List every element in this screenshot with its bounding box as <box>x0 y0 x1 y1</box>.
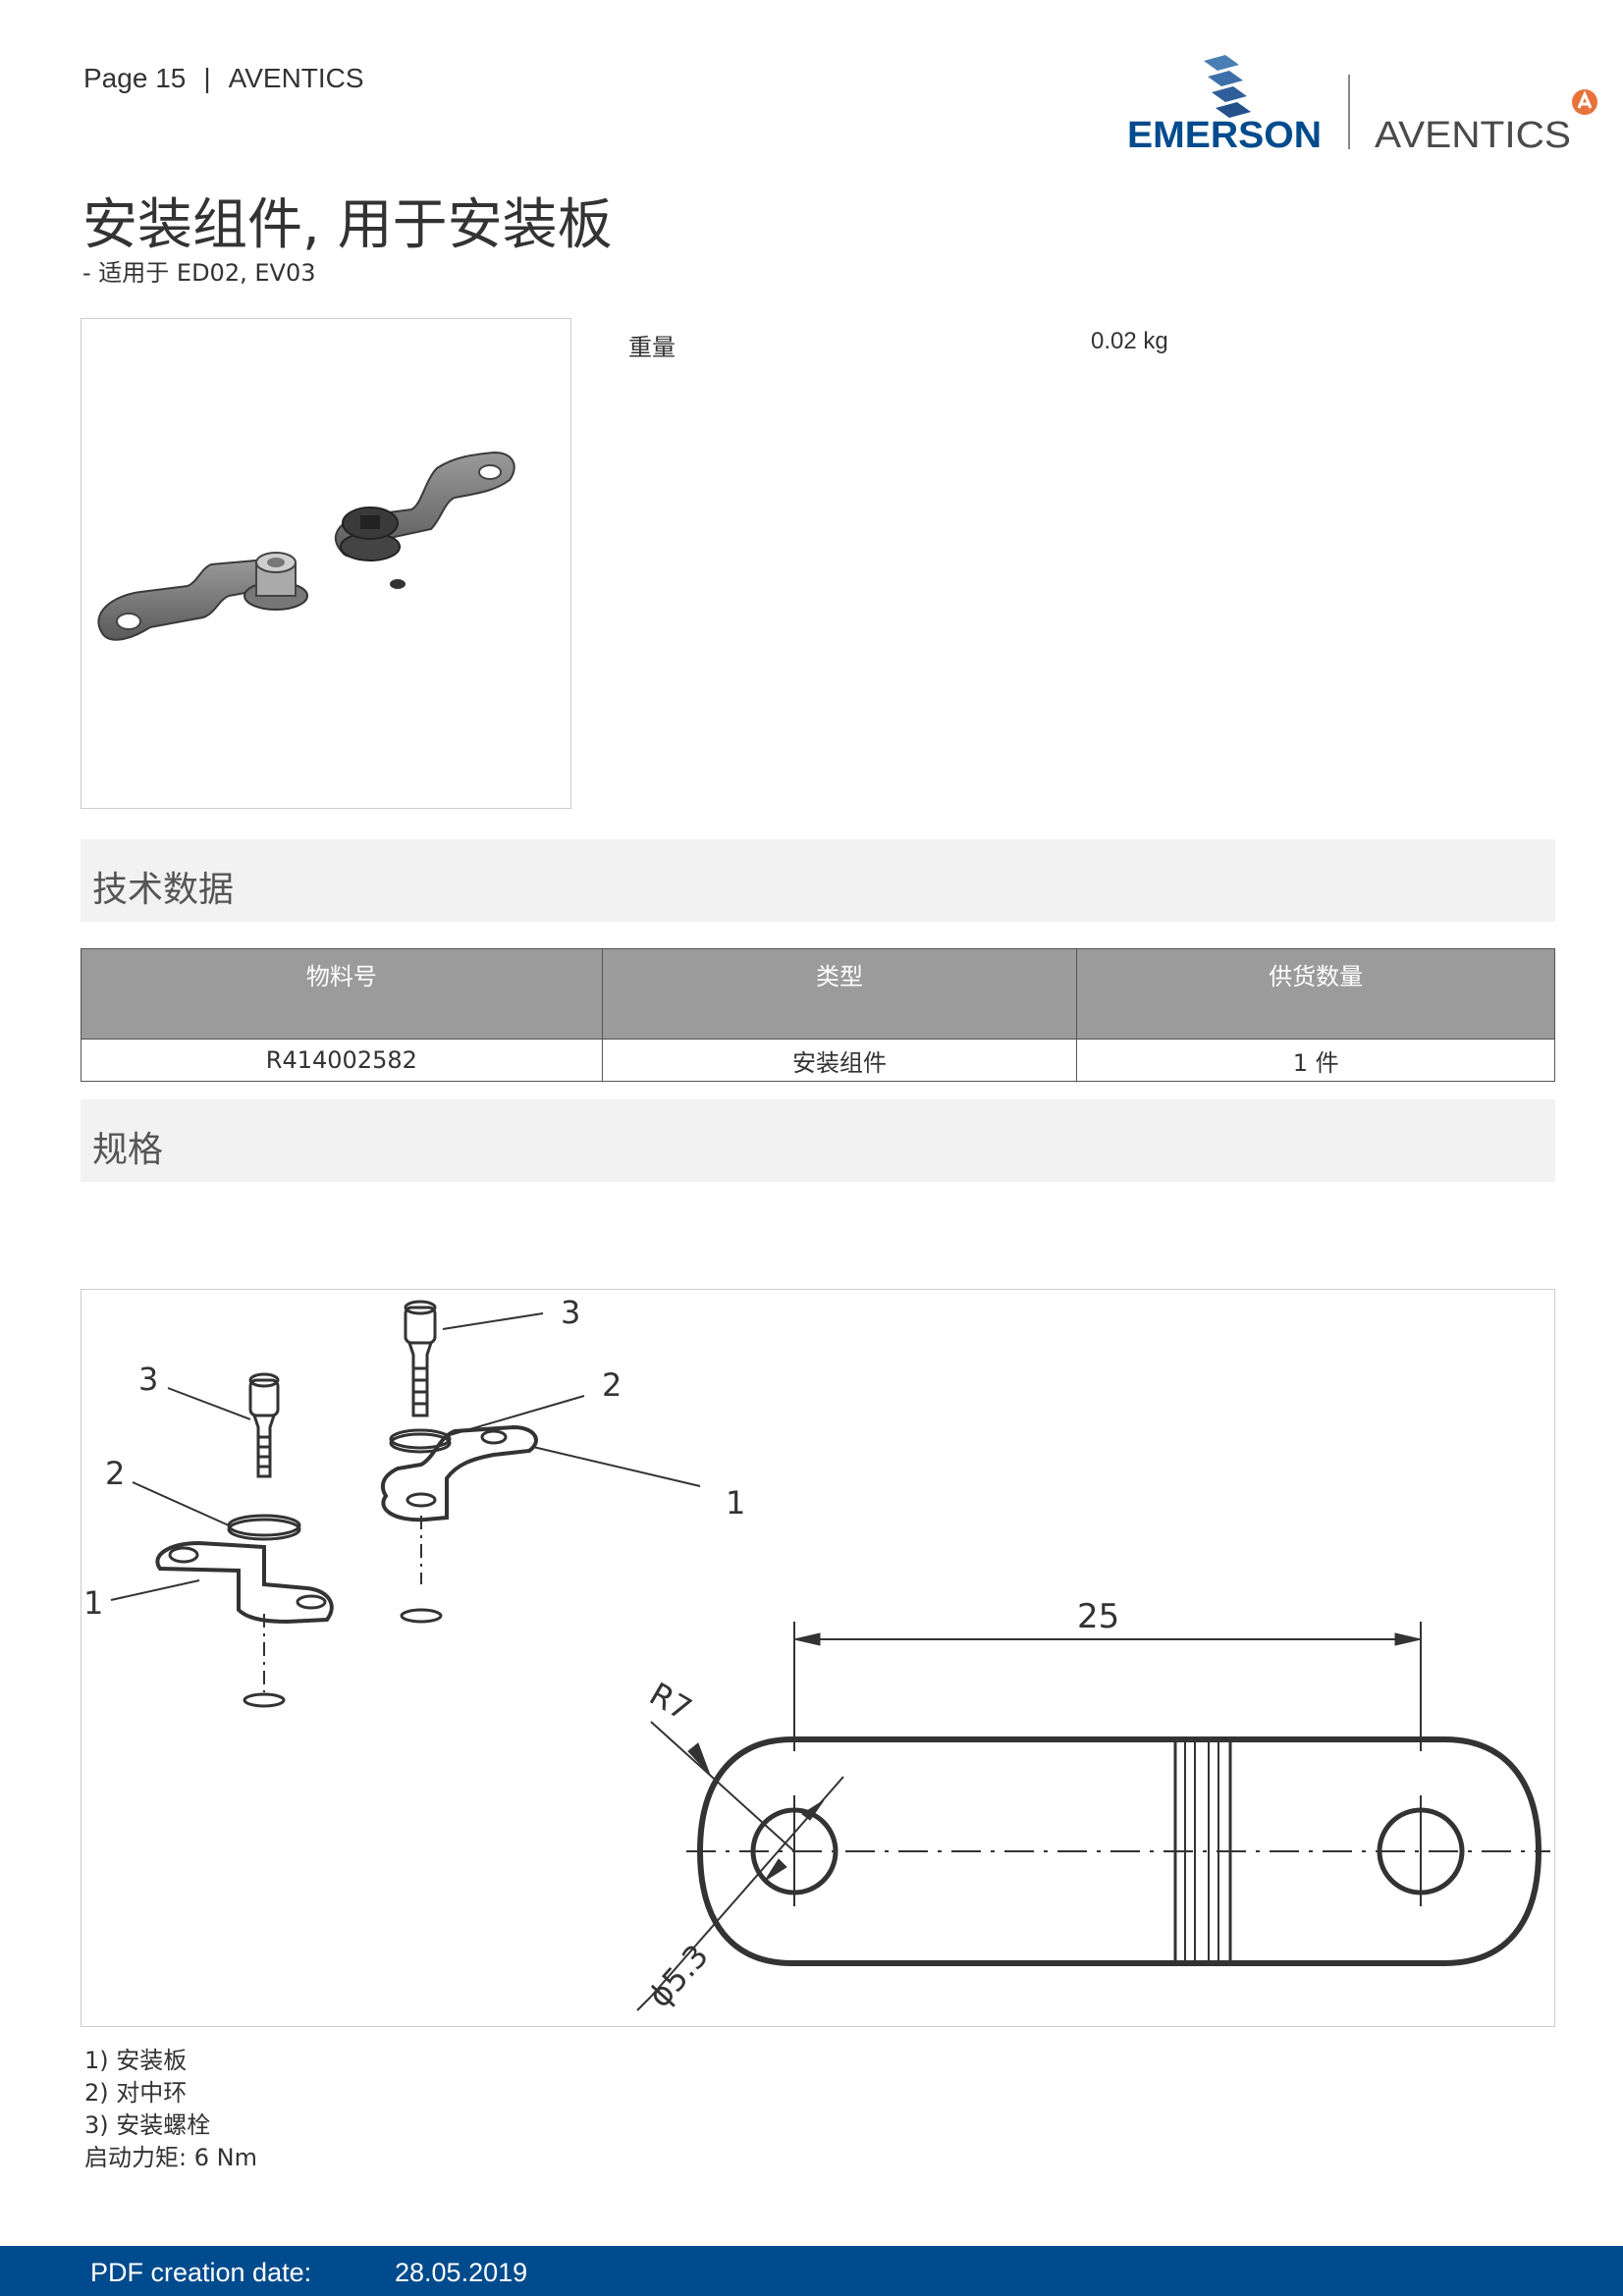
mounting-kit-render <box>97 451 515 641</box>
product-image <box>81 318 571 809</box>
note-item: 2) 对中环 <box>84 2079 188 2107</box>
page-subtitle: - 适用于 ED02, EV03 <box>82 259 316 287</box>
technical-drawing: 3 2 1 3 2 1 <box>81 1289 1555 2027</box>
table-cell-type: 安装组件 <box>601 1039 1078 1082</box>
tech-data-table: 物料号 类型 供货数量 R414002582 安装组件 1 件 <box>81 948 1555 1082</box>
table-row: R414002582 安装组件 1 件 <box>81 1039 1555 1082</box>
section-spec: 规格 <box>81 1099 1555 1182</box>
footer-label: PDF creation date: <box>90 2258 312 2287</box>
page-header: Page 15 | AVENTICS <box>83 63 364 94</box>
section-spec-title: 规格 <box>92 1130 164 1170</box>
footer-date: 28.05.2019 <box>395 2258 528 2287</box>
callout-left-2: 2 <box>105 1455 125 1492</box>
page-number: 15 <box>155 63 187 93</box>
section-tech-data-title: 技术数据 <box>92 870 235 910</box>
emerson-aventics-logo: EMERSON AVENTICS <box>1127 55 1597 156</box>
technical-drawing-svg: 3 2 1 3 2 1 <box>83 1294 1550 2014</box>
table-cell-quantity: 1 件 <box>1076 1039 1555 1082</box>
right-assembly <box>380 1300 701 1624</box>
header-brand: AVENTICS <box>228 63 364 93</box>
section-tech-data: 技术数据 <box>81 839 1555 922</box>
dimension-length: 25 <box>1077 1597 1119 1636</box>
page-title: 安装组件, 用于安装板 <box>82 193 613 257</box>
aventics-emblem-icon <box>1572 89 1597 115</box>
emerson-wordmark: EMERSON <box>1127 115 1322 156</box>
note-item: 3) 安装螺栓 <box>84 2111 211 2139</box>
callout-left-3: 3 <box>138 1361 158 1398</box>
property-name-weight: 重量 <box>628 334 676 361</box>
table-header-quantity: 供货数量 <box>1076 948 1555 1040</box>
table-header-type: 类型 <box>601 948 1078 1040</box>
note-item: 启动力矩: 6 Nm <box>84 2144 257 2171</box>
callout-right-2: 2 <box>602 1366 622 1404</box>
page-label: Page <box>83 63 148 93</box>
left-assembly <box>110 1372 334 1708</box>
page-footer: PDF creation date: 28.05.2019 <box>0 2246 1623 2296</box>
aventics-wordmark: AVENTICS <box>1375 115 1571 156</box>
dimension-view <box>636 1622 1550 2011</box>
callout-right-3: 3 <box>561 1294 580 1331</box>
note-item: 1) 安装板 <box>84 2047 188 2074</box>
dimension-radius: R7 <box>643 1675 698 1728</box>
callout-right-1: 1 <box>726 1484 745 1522</box>
table-header-material-no: 物料号 <box>81 948 603 1040</box>
table-header-row: 物料号 类型 供货数量 <box>81 948 1555 1040</box>
table-cell-material-no: R414002582 <box>81 1039 603 1082</box>
drawing-notes: 1) 安装板 2) 对中环 3) 安装螺栓 启动力矩: 6 Nm <box>84 2045 257 2174</box>
emerson-emblem-icon <box>1204 55 1251 118</box>
property-value-weight: 0.02 kg <box>1091 328 1168 354</box>
dimension-diameter: ϕ5.3 <box>641 1937 716 2014</box>
header-separator: | <box>203 63 211 93</box>
callout-left-1: 1 <box>83 1584 103 1622</box>
